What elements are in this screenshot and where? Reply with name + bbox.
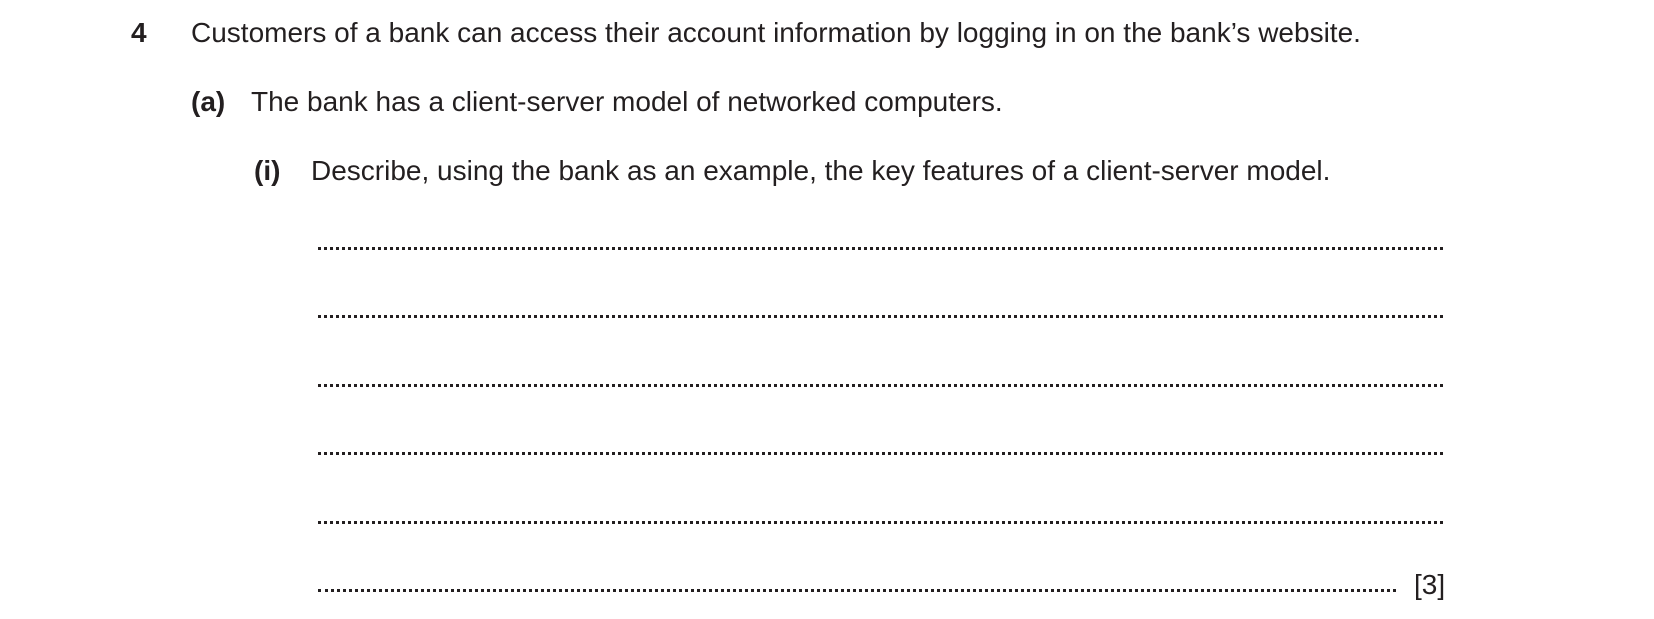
question-number: 4 xyxy=(131,17,147,48)
answer-line-6[interactable] xyxy=(318,589,1396,592)
question-stem: Customers of a bank can access their acc… xyxy=(191,17,1361,48)
marks-indicator: [3] xyxy=(1414,569,1446,600)
answer-line-3[interactable] xyxy=(318,384,1443,387)
answer-line-1[interactable] xyxy=(318,247,1443,250)
part-a-label: (a) xyxy=(191,86,226,117)
part-a-i-text: Describe, using the bank as an example, … xyxy=(311,155,1331,186)
part-a-text: The bank has a client-server model of ne… xyxy=(251,86,1003,117)
answer-line-2[interactable] xyxy=(318,315,1443,318)
answer-line-4[interactable] xyxy=(318,452,1443,455)
part-a-i-label: (i) xyxy=(254,155,281,186)
answer-line-5[interactable] xyxy=(318,521,1443,524)
